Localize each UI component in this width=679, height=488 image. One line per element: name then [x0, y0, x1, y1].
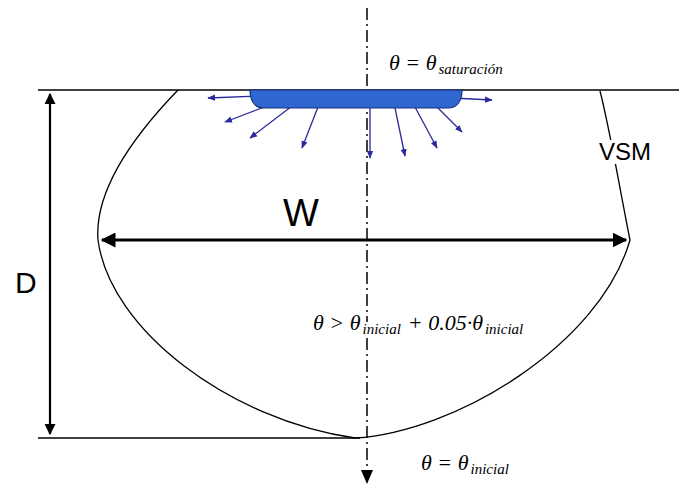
subscript: inicial: [484, 322, 524, 337]
depth-reference-line: [38, 437, 360, 438]
wetting-bulb-outline: [98, 90, 630, 438]
boundary-condition: θ = θ: [388, 52, 437, 74]
axis-arrowhead: [361, 470, 373, 484]
subscript: inicial: [361, 322, 401, 337]
subscript: saturación: [437, 62, 503, 77]
region-label: VSM: [598, 140, 652, 164]
water-pond: [250, 90, 462, 108]
moisture-condition: θ > θ: [312, 312, 361, 334]
symmetry-axis: [366, 8, 368, 472]
depth-arrow: [49, 94, 51, 434]
width-arrow: [102, 239, 626, 242]
moisture-condition: + 0.05·θ: [407, 312, 484, 334]
dimension-label: W: [282, 194, 320, 232]
dimension-label: D: [14, 268, 38, 298]
subscript: inicial: [469, 462, 509, 477]
boundary-condition: θ = θ: [420, 452, 469, 474]
